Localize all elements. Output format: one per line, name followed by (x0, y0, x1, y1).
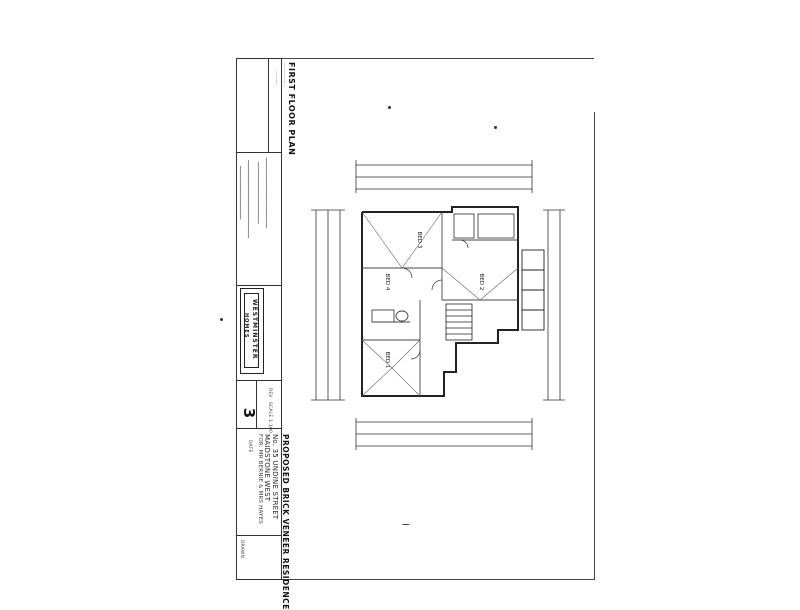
balcony (521, 249, 545, 331)
bath-fixture (371, 309, 395, 323)
roof-line (361, 211, 403, 269)
title-block-vdivider (268, 58, 269, 152)
scan-speck (388, 106, 391, 109)
title-block-divider (236, 152, 282, 153)
door-swing (431, 279, 443, 291)
frame-bottom (282, 579, 595, 580)
roof-line (361, 339, 393, 369)
roof-line (361, 367, 393, 397)
room-label-bed2: BED 2 (478, 274, 484, 291)
builder-logo-frame (244, 293, 259, 368)
title-block-divider (236, 428, 282, 429)
basin (395, 310, 409, 322)
scan-speck (402, 524, 410, 525)
title-block-vdivider (256, 380, 257, 428)
roof-lines (361, 211, 519, 397)
title-block-divider (236, 535, 282, 536)
title-block-divider (236, 380, 282, 381)
exterior-walls (361, 206, 519, 397)
roof-line (391, 339, 421, 369)
dimension-lines (311, 160, 565, 450)
room-labels: BED 3 BED 4 BED 2 BED 1 (384, 232, 484, 369)
door-swing (459, 239, 469, 249)
scan-speck (494, 126, 497, 129)
door-swing (410, 349, 421, 360)
roof-line (391, 367, 421, 397)
title-block (236, 58, 282, 580)
wet-area (453, 213, 475, 239)
frame-top (282, 58, 594, 59)
exterior-wall (361, 206, 519, 397)
roof-line (479, 267, 519, 301)
doors (401, 239, 469, 360)
title-block-divider (236, 285, 282, 286)
roof-line (401, 211, 443, 269)
roof-line (441, 267, 481, 301)
frame-right (594, 112, 596, 580)
room-label-bed3: BED 3 (416, 232, 422, 249)
wet-area (477, 213, 515, 239)
interior-walls (362, 212, 518, 396)
scan-speck (220, 318, 223, 321)
room-label-bed4: BED 4 (384, 274, 390, 291)
stair (445, 303, 473, 341)
room-label-bed1: BED 1 (384, 352, 390, 369)
builder-logo: WESTMINSTER HOMES (240, 288, 264, 374)
door-swing (401, 267, 413, 279)
